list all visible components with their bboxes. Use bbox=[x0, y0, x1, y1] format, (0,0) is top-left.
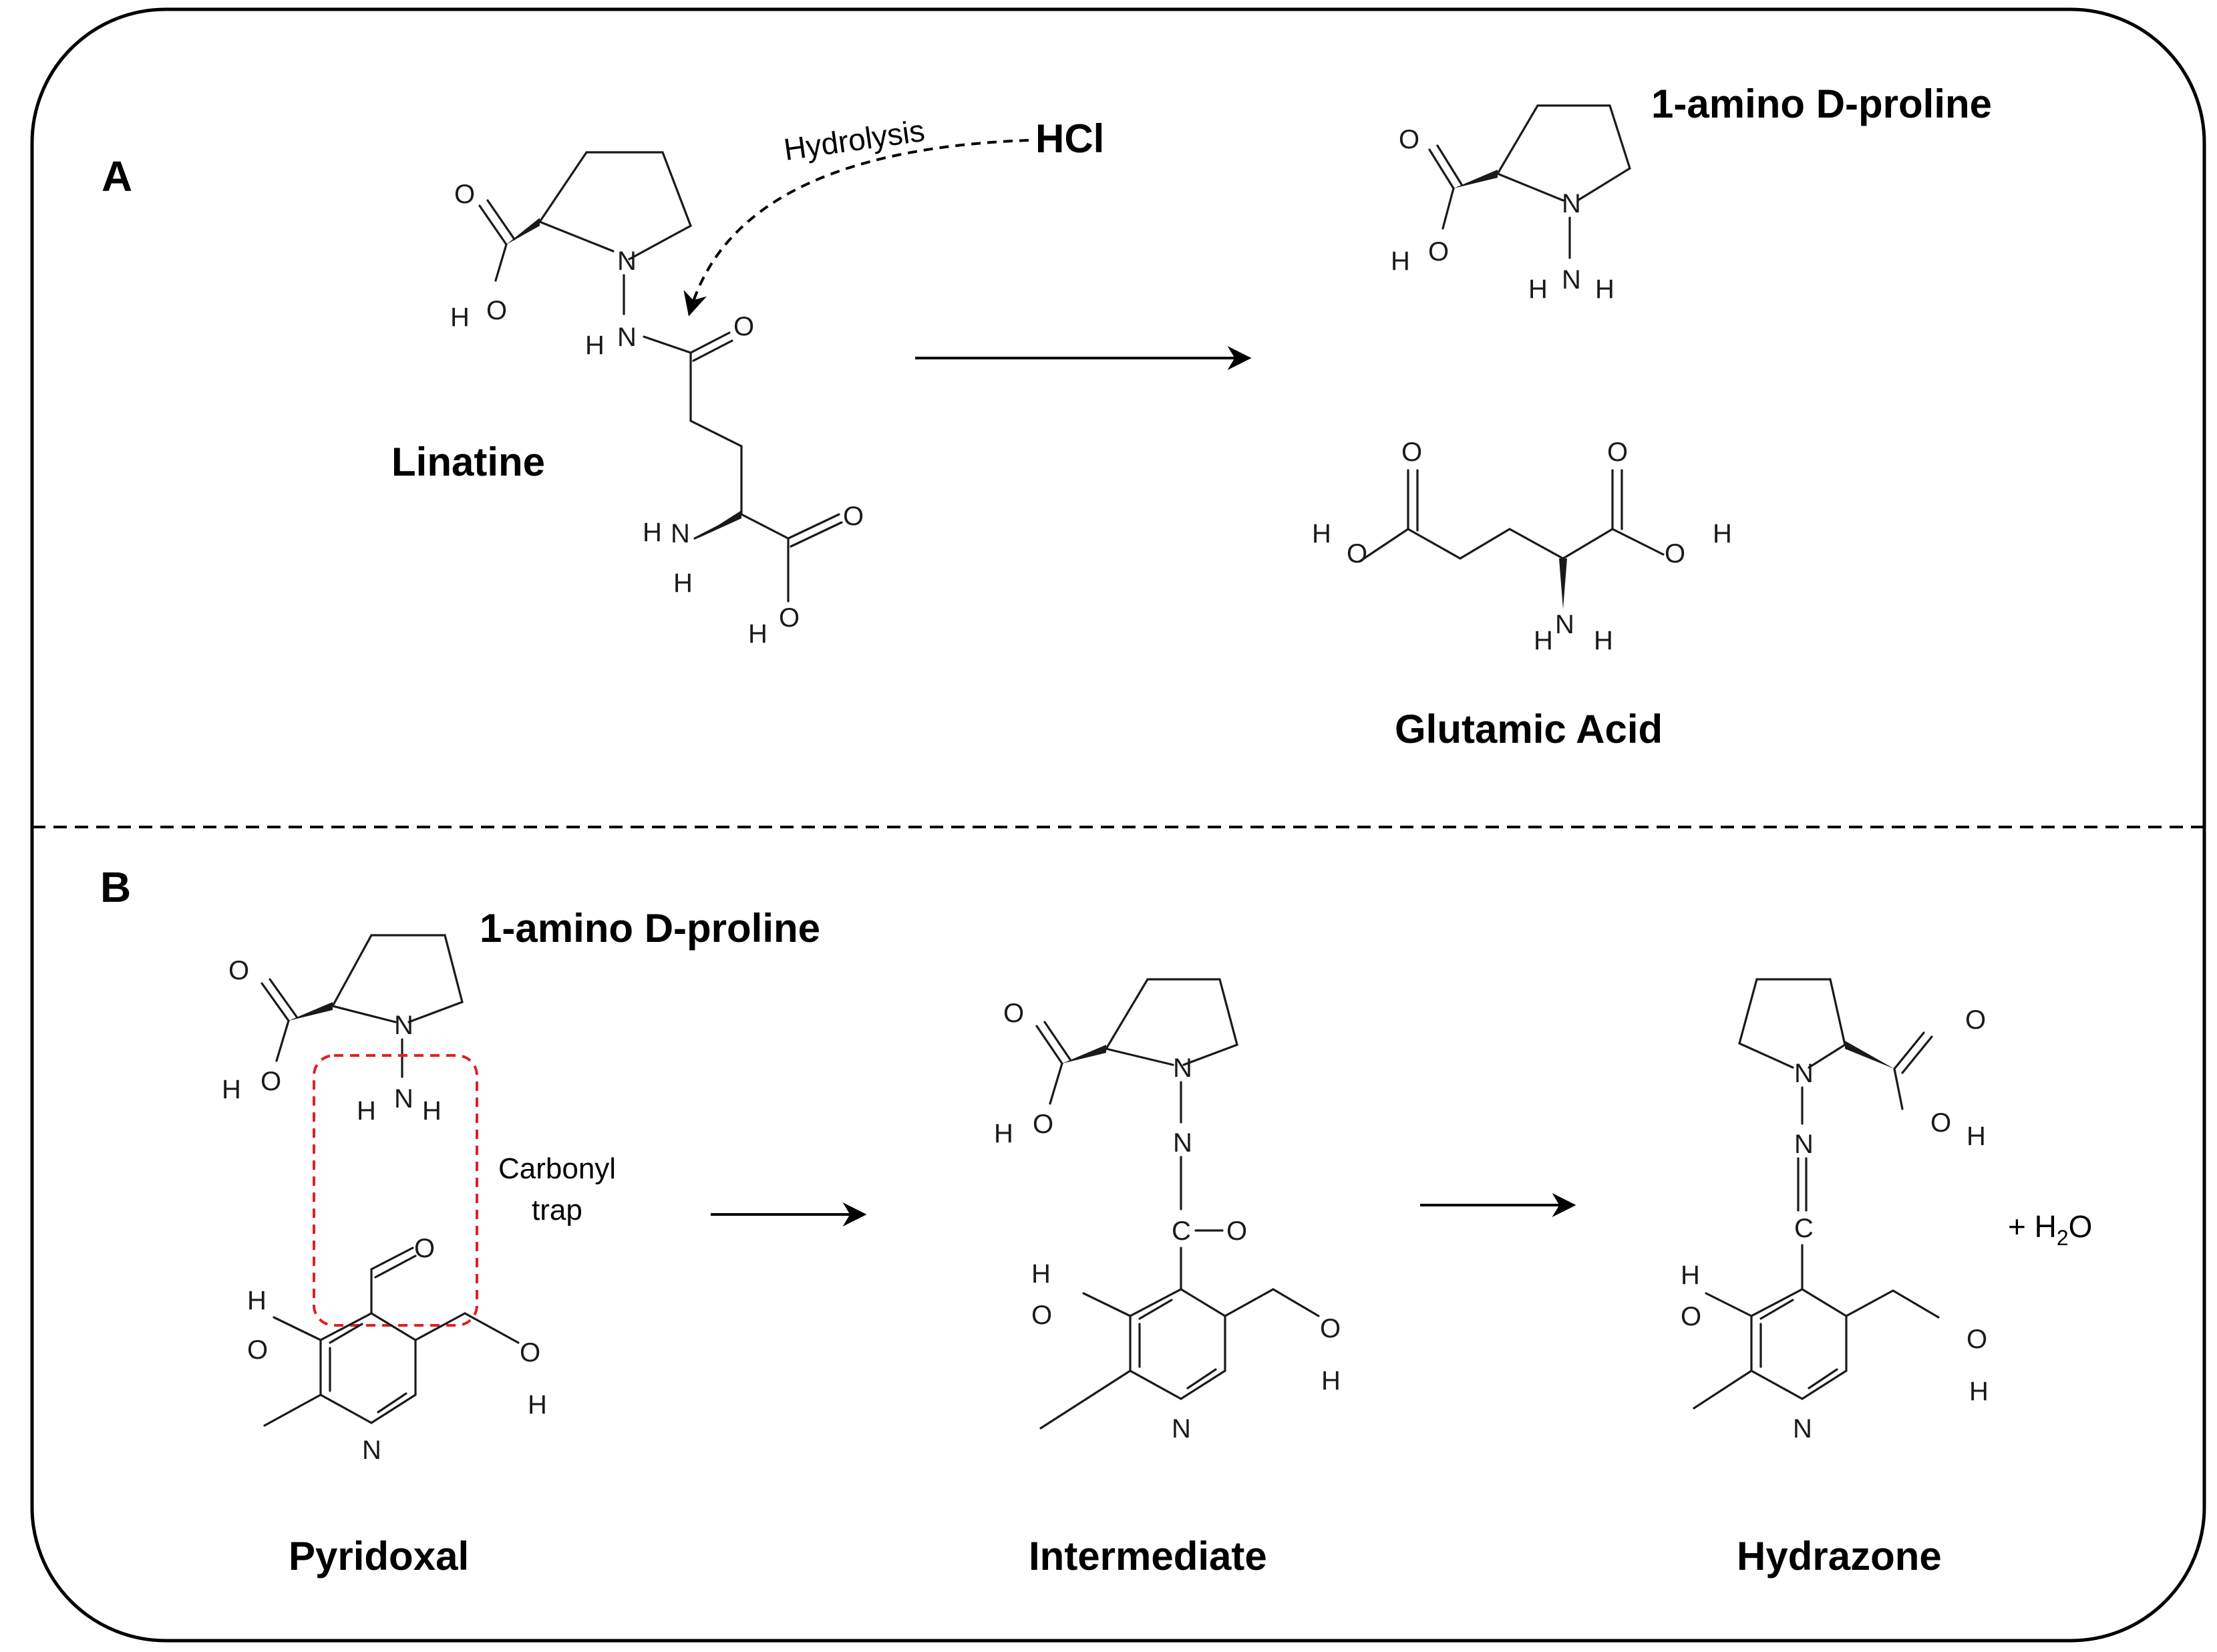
svg-text:N: N bbox=[1173, 1053, 1192, 1083]
svg-text:O: O bbox=[779, 603, 800, 633]
svg-text:H: H bbox=[1967, 1122, 1986, 1151]
amino-proline-b-label: 1-amino D-proline bbox=[480, 906, 820, 951]
svg-text:N: N bbox=[1562, 189, 1581, 218]
linatine-label: Linatine bbox=[391, 440, 545, 484]
svg-text:N: N bbox=[1173, 1128, 1192, 1158]
pyridoxal-structure: O H O N O H bbox=[247, 1234, 547, 1465]
hydrazone-label: Hydrazone bbox=[1737, 1534, 1942, 1579]
svg-text:H: H bbox=[585, 331, 605, 360]
amino-proline-a-structure: O H O N N H H bbox=[1391, 104, 1631, 304]
svg-text:N: N bbox=[394, 1011, 413, 1040]
svg-text:H: H bbox=[222, 1075, 241, 1104]
svg-text:O: O bbox=[1031, 1301, 1052, 1330]
svg-text:N: N bbox=[1794, 1059, 1814, 1088]
svg-text:H: H bbox=[1595, 275, 1614, 304]
panel-b-label: B bbox=[100, 863, 131, 911]
intermediate-label: Intermediate bbox=[1029, 1534, 1267, 1579]
hydrazone-structure: O O H N N C H O N O H bbox=[1681, 978, 1989, 1444]
svg-text:O: O bbox=[1003, 999, 1024, 1028]
svg-text:H: H bbox=[1031, 1259, 1051, 1289]
panel-a-label: A bbox=[102, 152, 132, 200]
svg-text:H: H bbox=[1534, 626, 1553, 655]
svg-text:N: N bbox=[1562, 265, 1581, 295]
hydrolysis-arrow bbox=[683, 139, 1029, 317]
svg-text:O: O bbox=[1607, 438, 1628, 467]
svg-text:O: O bbox=[1681, 1302, 1701, 1331]
svg-text:H: H bbox=[1312, 519, 1331, 548]
intermediate-structure: O H O N N C O H O N O H bbox=[994, 978, 1341, 1444]
svg-text:O: O bbox=[414, 1234, 435, 1263]
svg-text:H: H bbox=[528, 1390, 547, 1420]
svg-text:O: O bbox=[1226, 1216, 1247, 1246]
glutamic-acid-structure: O O H O O H N H H bbox=[1312, 438, 1732, 655]
amino-proline-a-label: 1-amino D-proline bbox=[1651, 81, 1992, 126]
svg-text:H: H bbox=[1681, 1261, 1700, 1290]
svg-text:O: O bbox=[843, 502, 864, 531]
pyridoxal-label: Pyridoxal bbox=[289, 1534, 469, 1579]
glutamic-acid-label: Glutamic Acid bbox=[1395, 707, 1663, 752]
svg-text:H: H bbox=[1321, 1366, 1341, 1395]
svg-text:O: O bbox=[261, 1067, 281, 1096]
svg-text:H: H bbox=[1391, 246, 1410, 276]
svg-text:O: O bbox=[1965, 1005, 1986, 1035]
svg-text:C: C bbox=[1794, 1214, 1814, 1243]
carbonyl-trap-line1: Carbonyl bbox=[498, 1152, 616, 1185]
svg-text:O: O bbox=[1665, 539, 1685, 568]
svg-text:O: O bbox=[1399, 125, 1419, 154]
svg-text:N: N bbox=[617, 246, 637, 276]
svg-text:H: H bbox=[450, 303, 470, 332]
svg-text:N: N bbox=[671, 519, 690, 548]
svg-text:N: N bbox=[1793, 1414, 1812, 1444]
figure-frame bbox=[30, 7, 2206, 1643]
svg-text:N: N bbox=[1794, 1130, 1814, 1159]
svg-text:O: O bbox=[454, 180, 475, 209]
hcl-label: HCl bbox=[1035, 116, 1104, 161]
svg-text:O: O bbox=[733, 312, 754, 341]
svg-text:O: O bbox=[1401, 438, 1422, 467]
svg-text:O: O bbox=[486, 296, 507, 325]
svg-text:N: N bbox=[617, 323, 637, 352]
svg-text:O: O bbox=[247, 1335, 268, 1365]
svg-text:N: N bbox=[394, 1084, 413, 1114]
svg-text:O: O bbox=[1930, 1108, 1951, 1138]
svg-text:H: H bbox=[1528, 275, 1548, 304]
svg-text:O: O bbox=[228, 956, 249, 985]
svg-text:O: O bbox=[520, 1338, 540, 1367]
svg-text:H: H bbox=[247, 1286, 267, 1315]
svg-text:H: H bbox=[673, 568, 693, 598]
water-byproduct: + H2O bbox=[2008, 1209, 2092, 1250]
svg-text:N: N bbox=[1555, 610, 1574, 639]
svg-text:O: O bbox=[1033, 1110, 1053, 1139]
svg-text:N: N bbox=[362, 1436, 381, 1465]
svg-text:H: H bbox=[1713, 519, 1732, 548]
svg-text:H: H bbox=[1969, 1377, 1989, 1406]
svg-text:O: O bbox=[1428, 237, 1449, 267]
svg-text:O: O bbox=[1967, 1325, 1987, 1354]
svg-text:H: H bbox=[422, 1096, 442, 1126]
svg-text:H: H bbox=[357, 1096, 376, 1126]
svg-text:H: H bbox=[748, 619, 768, 649]
carbonyl-trap-line2: trap bbox=[532, 1194, 582, 1226]
svg-text:H: H bbox=[643, 518, 662, 547]
linatine-structure: O H O N N H O O O H N H H bbox=[450, 151, 864, 649]
svg-text:H: H bbox=[1594, 626, 1613, 655]
svg-text:C: C bbox=[1172, 1216, 1191, 1246]
hydrolysis-label: Hydrolysis bbox=[782, 113, 926, 167]
svg-text:H: H bbox=[994, 1119, 1013, 1148]
amino-proline-b-structure: O H O N N H H bbox=[222, 934, 464, 1126]
svg-text:N: N bbox=[1172, 1414, 1191, 1444]
svg-text:O: O bbox=[1320, 1314, 1341, 1343]
svg-text:O: O bbox=[1347, 539, 1367, 568]
